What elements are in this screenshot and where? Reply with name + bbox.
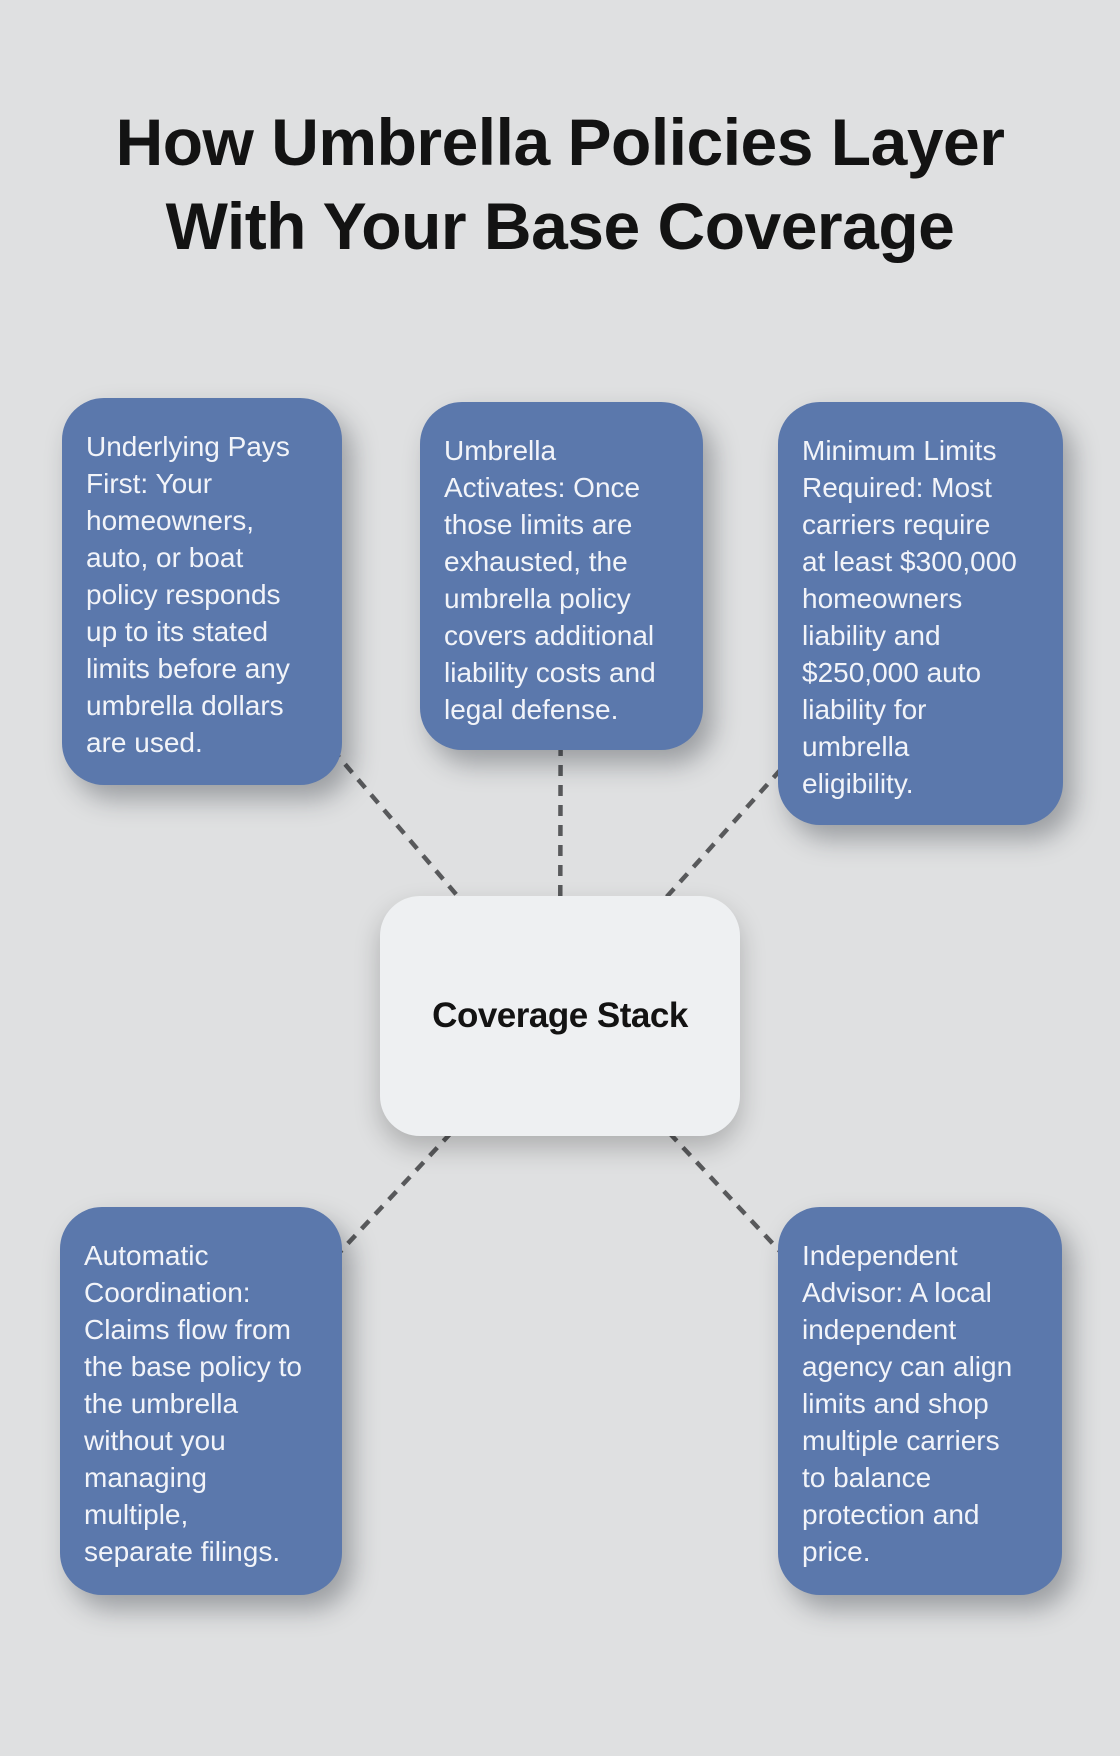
card-underlying-pays-first: Underlying Pays First: Your homeowners, … [62, 398, 342, 785]
page-title-line-1: How Umbrella Policies Layer [115, 105, 1005, 179]
page-title-line-2: With Your Base Coverage [165, 189, 955, 263]
card-independent-advisor: Independent Advisor: A local independent… [778, 1207, 1062, 1595]
card-umbrella-activates-text: Umbrella Activates: Once those limits ar… [444, 435, 656, 725]
center-node-label: Coverage Stack [432, 996, 688, 1035]
card-automatic-coordination: Automatic Coordination: Claims flow from… [60, 1207, 342, 1595]
page-title: How Umbrella Policies Layer With Your Ba… [0, 100, 1120, 268]
card-minimum-limits-required: Minimum Limits Required: Most carriers r… [778, 402, 1063, 825]
center-node-coverage-stack: Coverage Stack [380, 896, 740, 1136]
card-automatic-coordination-text: Automatic Coordination: Claims flow from… [84, 1240, 302, 1567]
card-minimum-limits-required-text: Minimum Limits Required: Most carriers r… [802, 435, 1017, 799]
card-umbrella-activates: Umbrella Activates: Once those limits ar… [420, 402, 703, 750]
card-underlying-pays-first-text: Underlying Pays First: Your homeowners, … [86, 431, 290, 758]
card-independent-advisor-text: Independent Advisor: A local independent… [802, 1240, 1013, 1567]
